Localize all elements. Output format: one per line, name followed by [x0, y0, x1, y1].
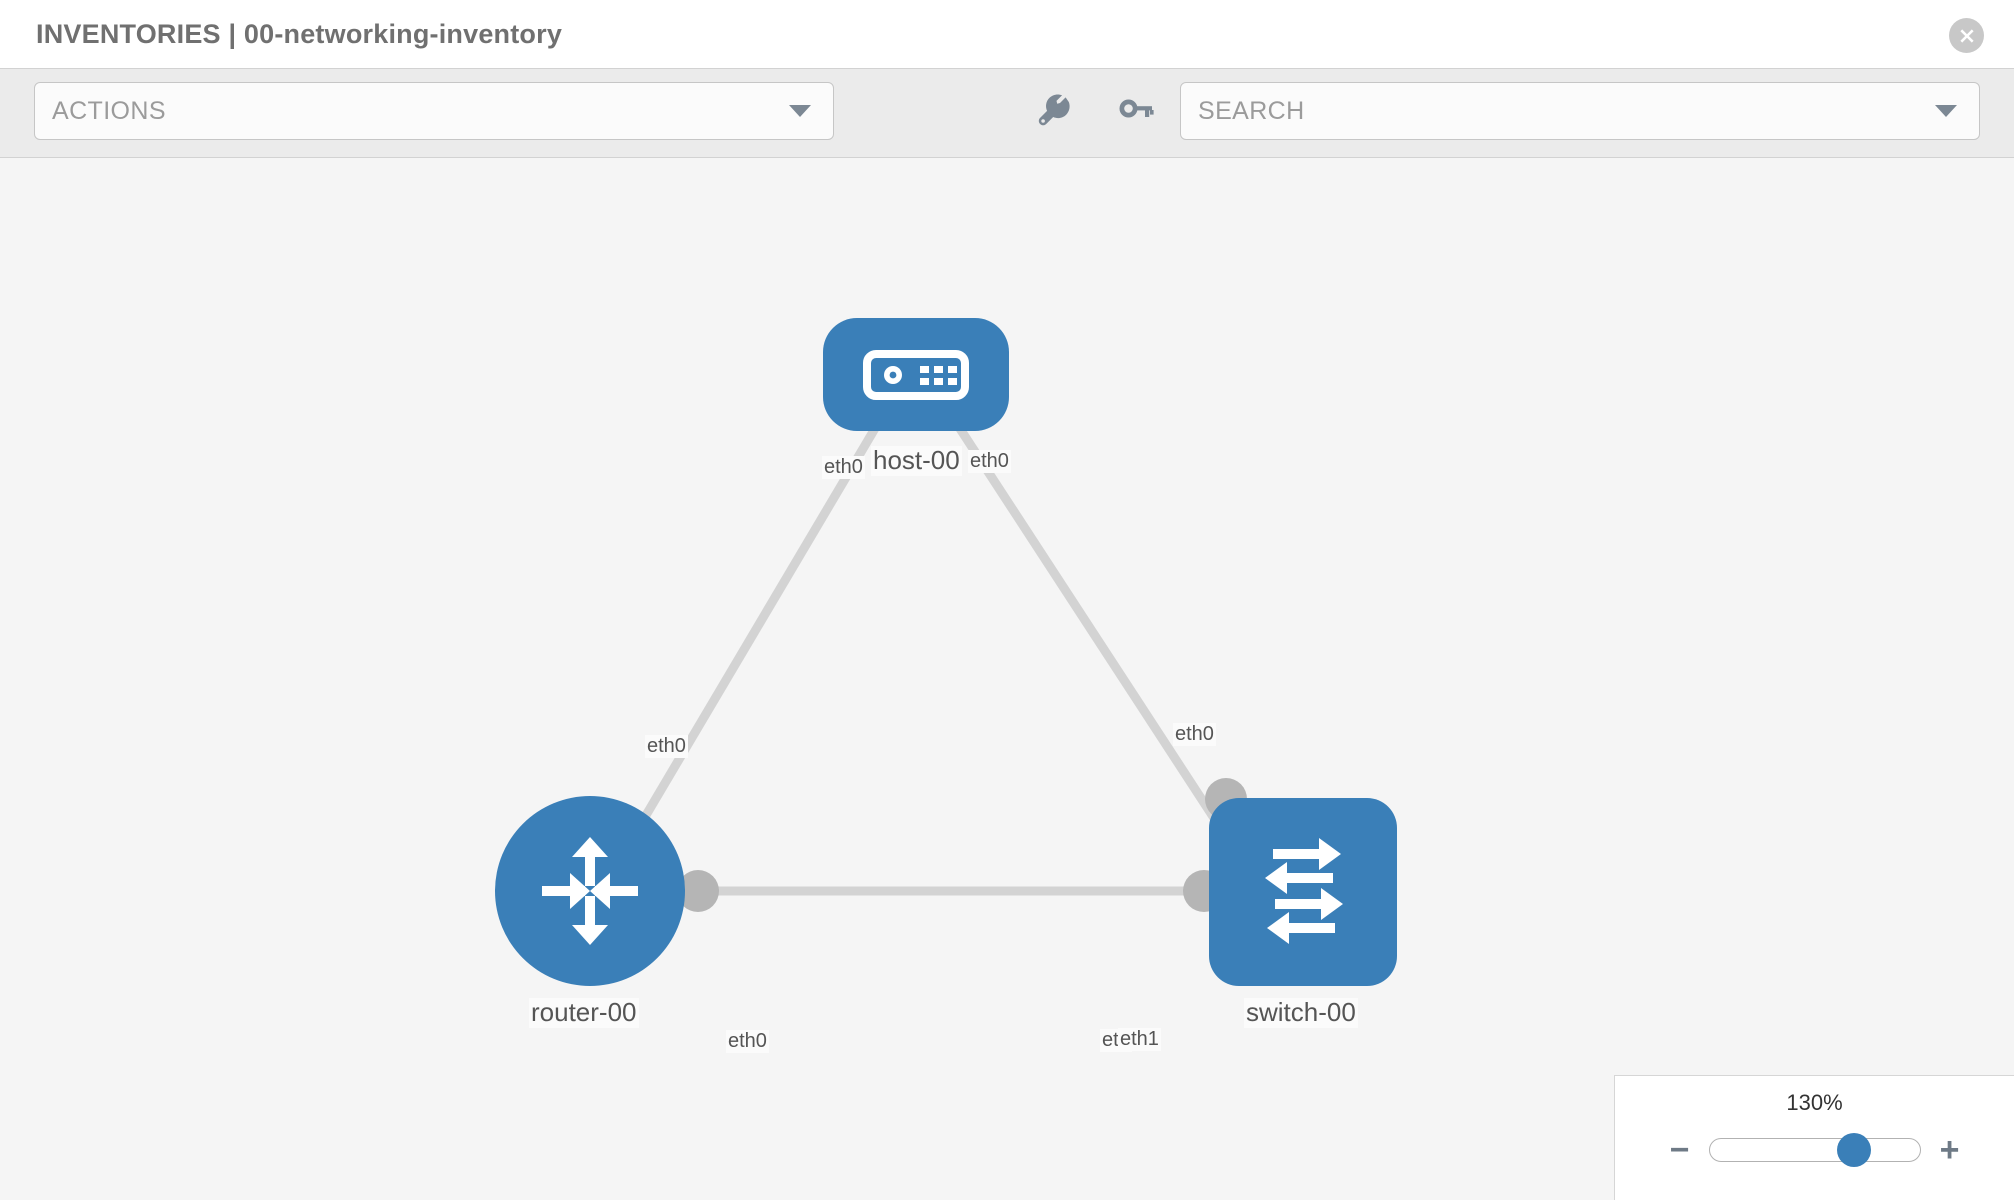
iface-label-router00-up: eth0 — [645, 735, 688, 758]
iface-label-host00-left: eth0 — [822, 456, 865, 479]
toolbar: ACTIONS SEARCH — [0, 68, 2014, 158]
search-input[interactable]: SEARCH — [1180, 82, 1980, 140]
edge-host00-switch00[interactable] — [936, 395, 1244, 861]
zoom-out-button[interactable]: − — [1669, 1131, 1690, 1169]
toolbar-icon-group — [1035, 91, 1155, 131]
chevron-down-icon — [789, 105, 811, 117]
node-switch-00-shape[interactable] — [1209, 798, 1397, 986]
page-title: INVENTORIES | 00-networking-inventory — [36, 18, 563, 49]
iface-label-switch00-up: eth0 — [1173, 723, 1216, 746]
zoom-in-button[interactable]: + — [1939, 1131, 1960, 1169]
zoom-slider-thumb[interactable] — [1837, 1133, 1872, 1167]
node-host-00-shape[interactable] — [823, 318, 1009, 431]
close-icon — [1959, 28, 1974, 43]
actions-dropdown[interactable]: ACTIONS — [34, 82, 834, 140]
iface-label-router00-right: eth0 — [726, 1030, 769, 1053]
actions-dropdown-label: ACTIONS — [52, 96, 166, 125]
iface-label-switch00-left-b: eth1 — [1118, 1028, 1161, 1051]
node-router-00-label: router-00 — [529, 997, 639, 1028]
wrench-icon[interactable] — [1035, 91, 1075, 131]
search-placeholder: SEARCH — [1198, 96, 1305, 125]
zoom-control: 130% − + — [1614, 1075, 2014, 1200]
iface-label-host00-right: eth0 — [968, 450, 1011, 473]
zoom-level-label: 130% — [1786, 1090, 1843, 1115]
node-switch-00-label: switch-00 — [1244, 997, 1358, 1028]
topology-edges — [606, 395, 1244, 896]
close-button[interactable] — [1949, 18, 1984, 53]
zoom-slider-row: − + — [1615, 1128, 2014, 1172]
search-chevron-down-icon[interactable] — [1935, 105, 1957, 117]
router-arrows-icon — [542, 837, 638, 945]
node-host-00-label: host-00 — [871, 445, 962, 476]
zoom-slider-track[interactable] — [1708, 1133, 1921, 1167]
page-header: INVENTORIES | 00-networking-inventory — [0, 0, 2014, 68]
key-icon[interactable] — [1115, 91, 1155, 131]
server-icon — [863, 349, 969, 400]
switch-arrows-icon — [1265, 838, 1343, 944]
topology-canvas[interactable]: host-00 — [0, 158, 2014, 1200]
node-router-00-shape[interactable] — [495, 796, 685, 986]
